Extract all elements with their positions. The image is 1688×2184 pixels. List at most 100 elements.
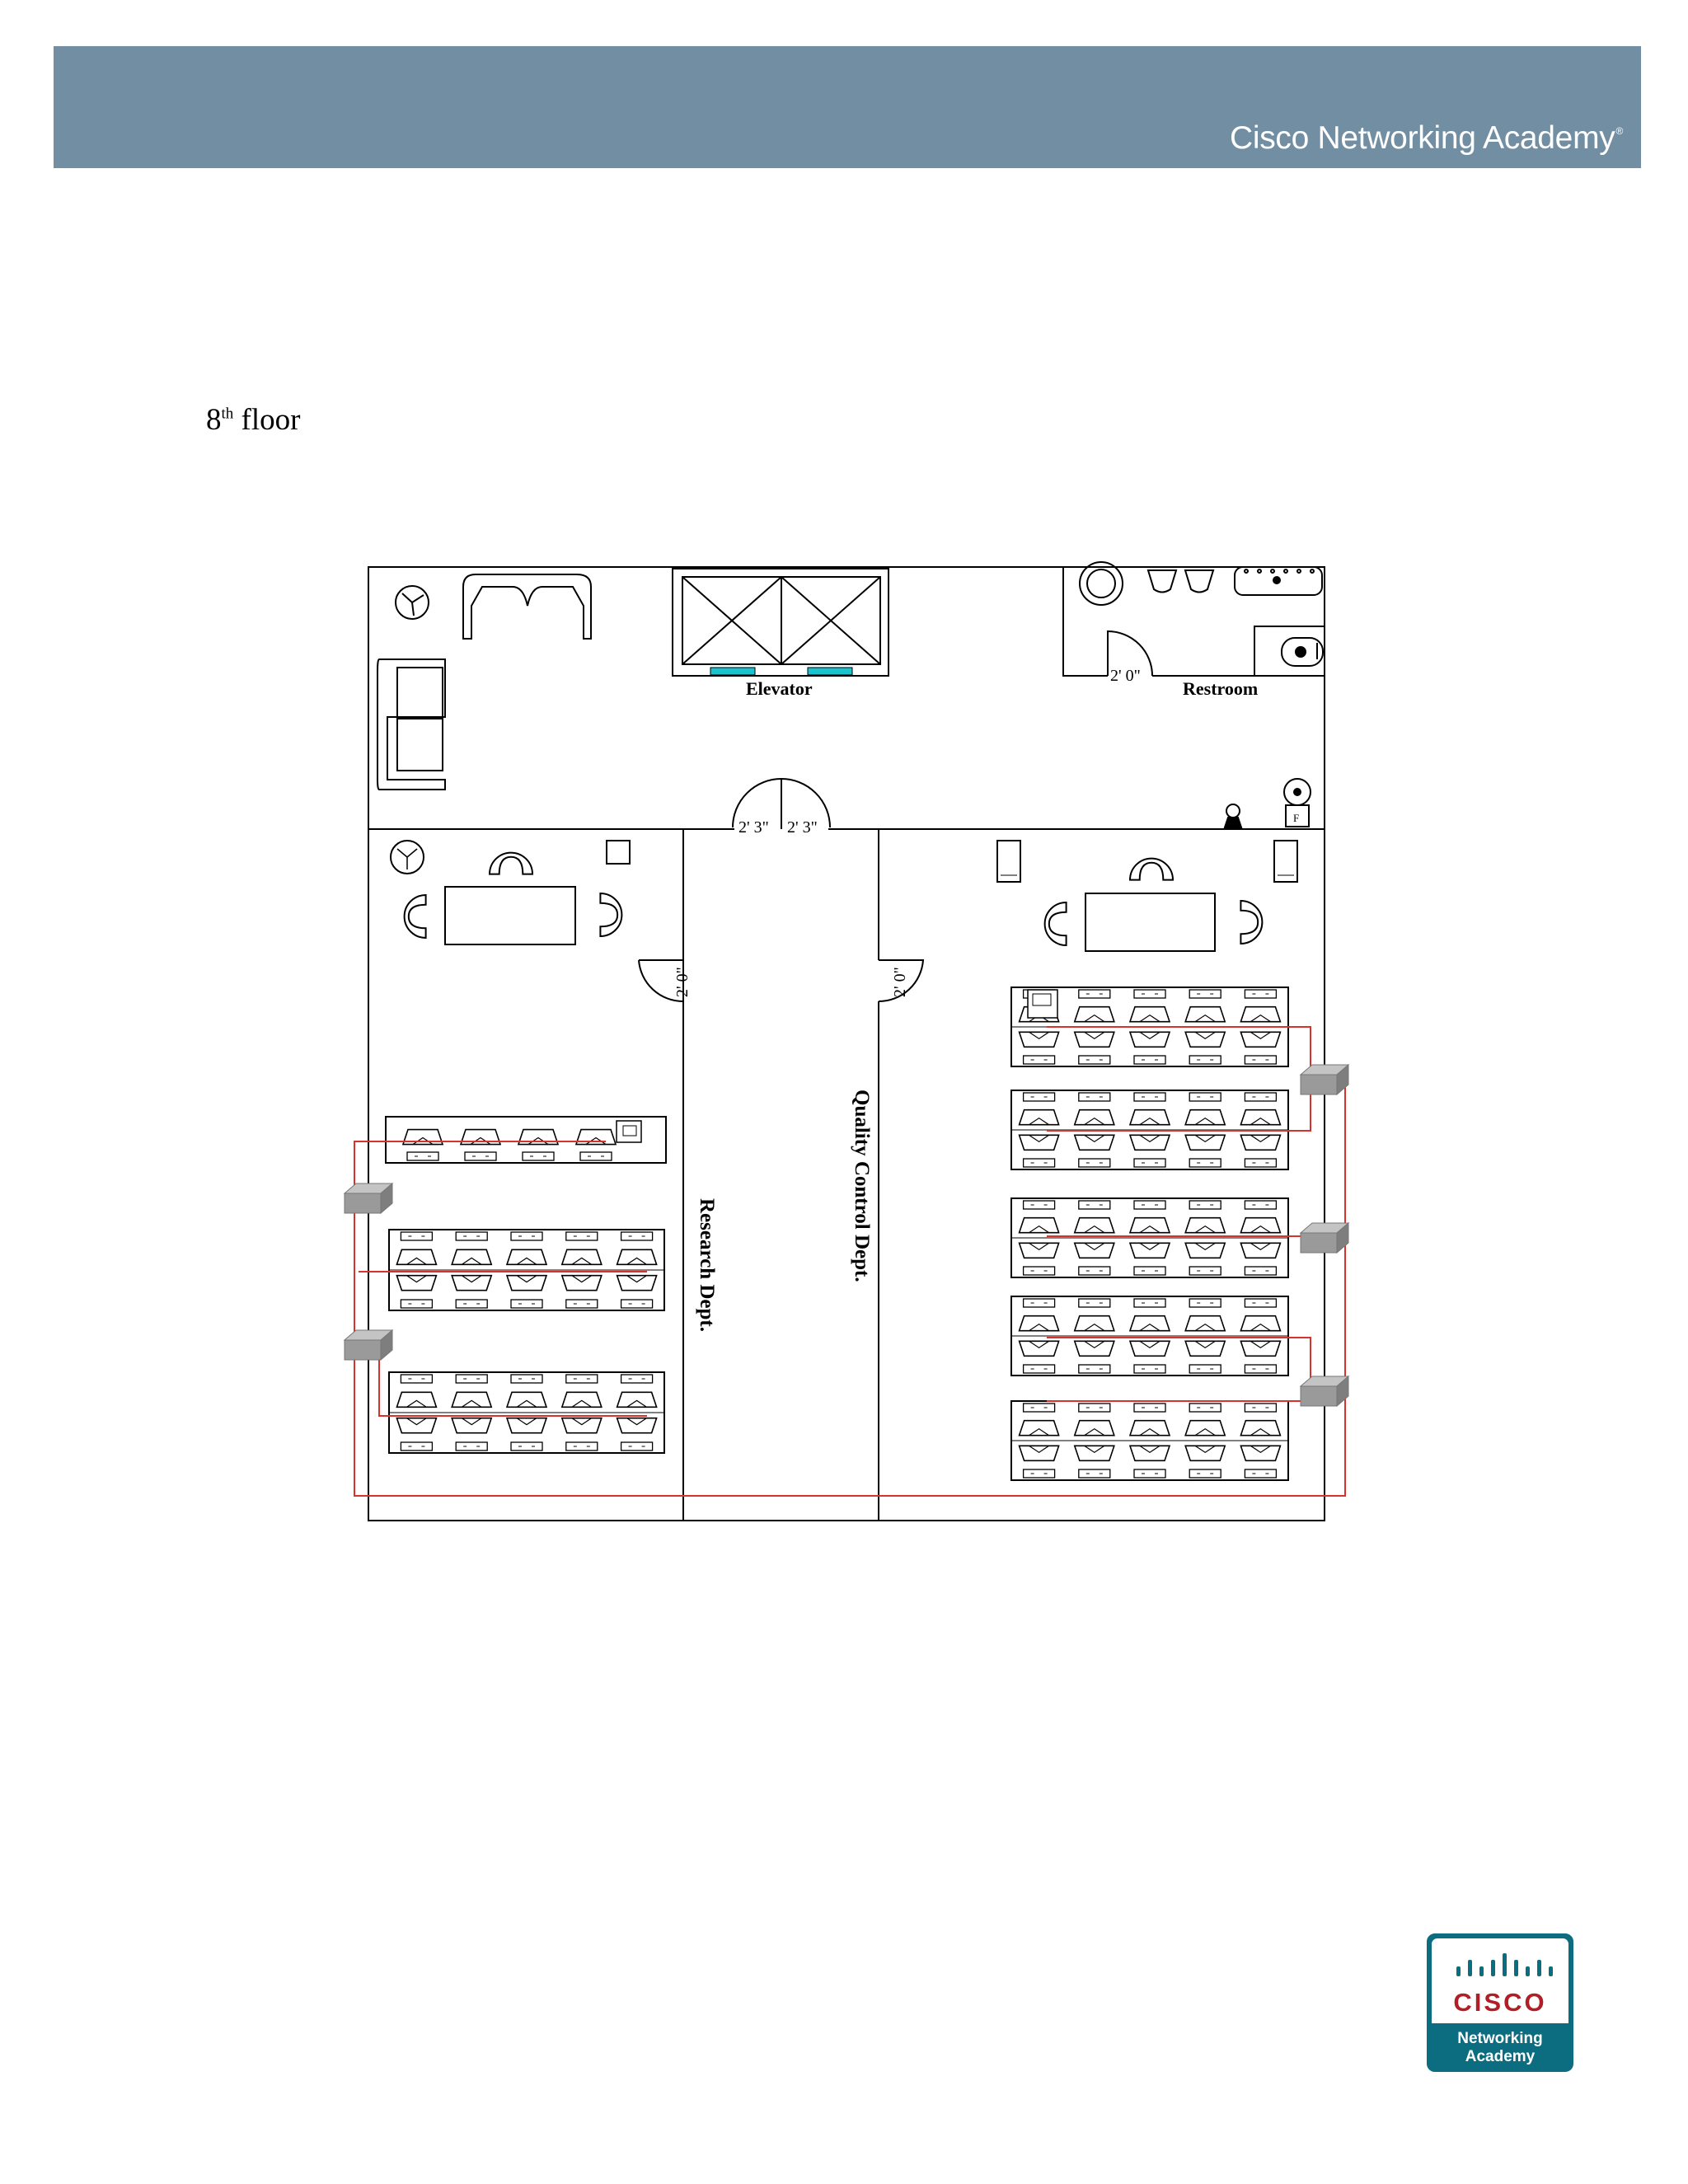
workstation-pc	[620, 1441, 654, 1451]
desk-chair	[1073, 1315, 1115, 1332]
desk-chair	[1073, 1134, 1115, 1151]
quality-desk-block-3	[1010, 1197, 1289, 1278]
research-switch-2	[343, 1329, 394, 1361]
desk-chair	[1184, 1445, 1226, 1462]
workstation-pc	[1022, 1200, 1056, 1210]
workstation-pc	[1022, 1266, 1056, 1276]
armchair	[1240, 899, 1264, 945]
workstation-pc	[400, 1231, 434, 1241]
corridor-items	[1223, 778, 1311, 828]
network-switches	[343, 1063, 1350, 1408]
desk-chair	[1128, 1419, 1171, 1436]
research-desk-single	[385, 1116, 667, 1164]
workstation-pc	[1244, 1298, 1278, 1308]
workstation-pc	[1022, 1158, 1056, 1168]
desk-chair	[1184, 1134, 1226, 1151]
elevator-door-right	[807, 667, 853, 676]
research-dept-label: Research Dept.	[696, 1198, 718, 1332]
workstation-pc	[1022, 1469, 1056, 1479]
floor-label: 8th floor	[206, 402, 300, 438]
fire-extinguisher-sign	[1285, 804, 1310, 827]
desk-chair	[616, 1274, 658, 1291]
lobby-sofa-left	[377, 658, 446, 790]
desk-chair	[1073, 1005, 1115, 1023]
workstation-pc	[510, 1441, 543, 1451]
desk-chair	[505, 1417, 548, 1434]
elevator-door-left	[710, 667, 756, 676]
workstation-pc	[1022, 1298, 1056, 1308]
quality-desk-block-5	[1010, 1400, 1289, 1481]
doors	[638, 777, 925, 1003]
desk-chair	[451, 1417, 493, 1434]
floor-word: floor	[241, 403, 301, 437]
cisco-wordmark: CISCO	[1453, 1988, 1547, 2017]
workstation-pc	[1078, 1469, 1111, 1479]
elevator	[672, 568, 889, 677]
elevator-label: Elevator	[746, 678, 813, 699]
workstation-pc	[455, 1299, 488, 1309]
registered-mark: ®	[1615, 125, 1623, 137]
entry-door-right	[781, 778, 831, 828]
lobby-plant	[395, 585, 429, 620]
research-row-cable-4	[378, 1343, 647, 1417]
logo-line-2: Academy	[1465, 2048, 1536, 2065]
desk-chair	[1018, 1031, 1060, 1048]
workstation-pc	[1244, 1158, 1278, 1168]
quality-switch-2	[1299, 1221, 1350, 1254]
workstation-pc	[455, 1231, 488, 1241]
desk-chair	[1240, 1108, 1282, 1126]
desk-chair	[1240, 1340, 1282, 1357]
desk-chair	[1073, 1340, 1115, 1357]
armchair	[488, 851, 534, 875]
workstation-pc	[522, 1151, 555, 1161]
desk-chair	[1128, 1242, 1171, 1259]
workstation-pc	[1133, 1200, 1166, 1210]
desk-chair	[1240, 1242, 1282, 1259]
workstation-pc	[510, 1374, 543, 1384]
workstation-pc	[455, 1441, 488, 1451]
workstation-pc	[400, 1299, 434, 1309]
desk-chair	[1240, 1315, 1282, 1332]
workstation-pc	[1078, 1266, 1111, 1276]
workstation-pc	[1189, 1364, 1221, 1374]
workstation-pc	[620, 1374, 654, 1384]
research-door-dimension: 2' 0"	[673, 967, 692, 997]
desk-chair	[1073, 1108, 1115, 1126]
workstation-pc	[406, 1151, 439, 1161]
workstation-pc	[565, 1441, 598, 1451]
quality-meeting-table	[1085, 893, 1216, 952]
desk-chair	[1240, 1005, 1282, 1023]
workstation-pc	[1189, 1403, 1221, 1413]
desk-chair	[1184, 1315, 1226, 1332]
desk-chair	[1240, 1031, 1282, 1048]
desk-chair	[396, 1391, 438, 1408]
entry-door-left	[732, 777, 782, 829]
desk-chair	[560, 1249, 603, 1266]
workstation-pc	[1244, 1266, 1278, 1276]
workstation-pc	[464, 1151, 497, 1161]
workstation-pc	[1189, 1055, 1221, 1065]
header-title: Cisco Networking Academy®	[1229, 120, 1623, 156]
person-icon	[1226, 804, 1240, 818]
lobby-sofa-top	[462, 574, 592, 640]
desk-chair	[1240, 1216, 1282, 1234]
desk-chair	[616, 1249, 658, 1266]
workstation-pc	[1133, 989, 1166, 999]
restroom-stall	[1254, 626, 1325, 676]
desk-chair	[1073, 1216, 1115, 1234]
workstation-pc	[1078, 989, 1111, 999]
desk-chair	[1128, 1108, 1171, 1126]
desk-chair	[1128, 1340, 1171, 1357]
desk-chair	[1018, 1242, 1060, 1259]
desk-chair	[1184, 1242, 1226, 1259]
workstation-pc	[565, 1374, 598, 1384]
restroom-door-dimension: 2' 0"	[1110, 667, 1141, 685]
workstation-pc	[1078, 1364, 1111, 1374]
walls	[368, 566, 1325, 1521]
quality-switch-1	[1299, 1063, 1350, 1096]
desk-chair	[396, 1249, 438, 1266]
armchair	[599, 892, 623, 938]
desk-chair	[1018, 1108, 1060, 1126]
